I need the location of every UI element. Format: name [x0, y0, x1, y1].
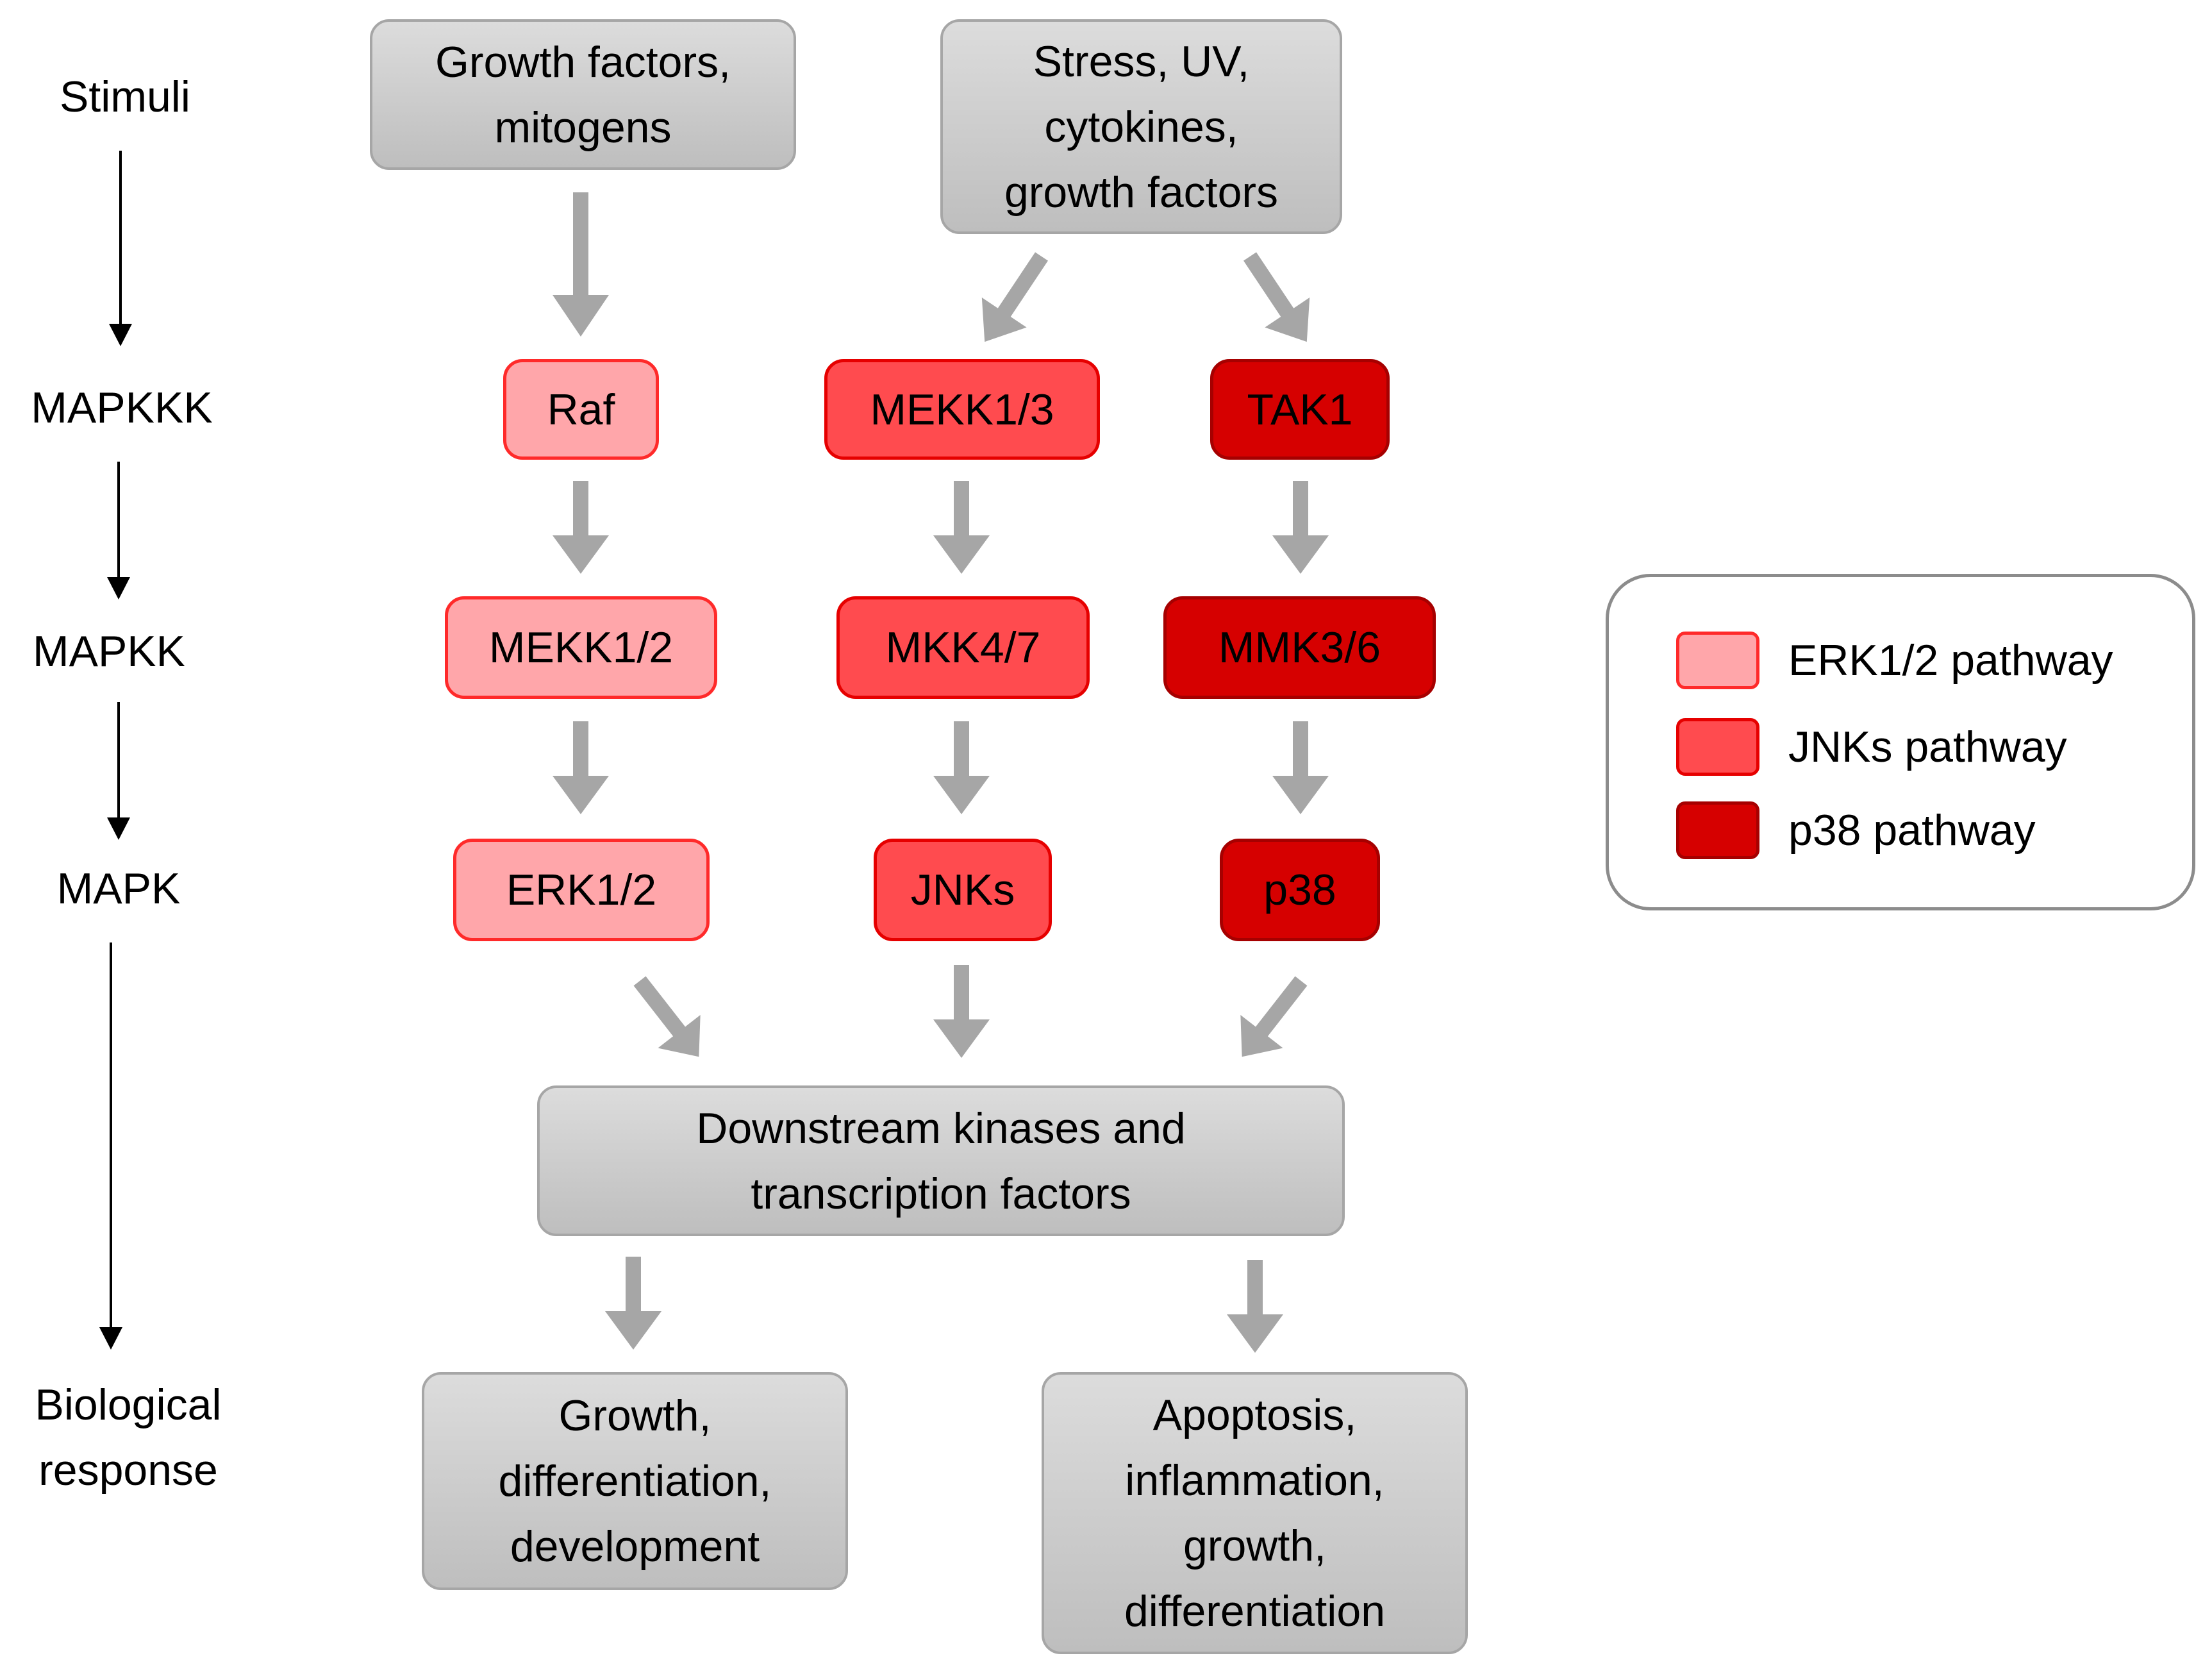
downstream-box: Downstream kinases and transcription fac… — [537, 1085, 1345, 1236]
stimuli-growth-factors-box: Growth factors, mitogens — [370, 19, 796, 170]
level-label-mapk: MAPK — [56, 864, 181, 913]
response-apoptosis-box: Apoptosis, inflammation, growth, differe… — [1042, 1372, 1468, 1654]
level-arrow-4 — [99, 942, 122, 1350]
level-arrow-2 — [107, 462, 130, 599]
arrow-mkk47-to-jnks — [933, 721, 990, 814]
mkk47-box: MKK4/7 — [836, 596, 1090, 699]
mekk12-box: MEKK1/2 — [445, 596, 717, 699]
arrow-erk12-to-downstream — [633, 976, 701, 1057]
arrow-raf-to-mekk12 — [553, 481, 609, 574]
legend-label-erk: ERK1/2 pathway — [1788, 636, 2113, 685]
arrow-mekk13-to-mkk47 — [933, 481, 990, 574]
mmk36-box: MMK3/6 — [1163, 596, 1436, 699]
arrow-stimuli-to-mekk13 — [981, 252, 1048, 342]
flow-arrows — [553, 192, 1329, 1353]
legend: ERK1/2 pathway JNKs pathway p38 pathway — [1606, 574, 2195, 910]
mekk13-box: MEKK1/3 — [824, 359, 1100, 460]
level-arrow-1 — [109, 151, 132, 346]
level-label-mapkk: MAPKK — [32, 627, 186, 676]
level-arrow-3 — [107, 702, 130, 840]
erk12-box: ERK1/2 — [453, 839, 710, 941]
arrow-mmk36-to-p38 — [1272, 721, 1329, 814]
level-label-response: Biological response — [35, 1380, 222, 1495]
arrow-mekk12-to-erk12 — [553, 721, 609, 814]
arrow-downstream-to-apoptosis — [1227, 1260, 1283, 1353]
arrow-p38-to-downstream — [1240, 976, 1308, 1057]
raf-box: Raf — [503, 359, 659, 460]
level-arrows — [99, 151, 132, 1350]
arrow-jnks-to-downstream — [933, 965, 990, 1058]
legend-swatch-erk — [1676, 632, 1759, 689]
arrow-downstream-to-growth — [605, 1257, 661, 1350]
arrow-tak1-to-mmk36 — [1272, 481, 1329, 574]
jnks-box: JNKs — [874, 839, 1052, 941]
level-label-stimuli: Stimuli — [59, 72, 191, 121]
legend-swatch-p38 — [1676, 801, 1759, 859]
p38-box: p38 — [1220, 839, 1380, 941]
legend-label-p38: p38 pathway — [1788, 806, 2036, 855]
level-label-mapkkk: MAPKKK — [31, 383, 213, 432]
stimuli-stress-box: Stress, UV, cytokines, growth factors — [940, 19, 1342, 234]
legend-label-jnk: JNKs pathway — [1788, 723, 2067, 771]
legend-swatch-jnk — [1676, 718, 1759, 776]
tak1-box: TAK1 — [1210, 359, 1390, 460]
arrow-stimuli-to-raf — [553, 192, 609, 337]
arrow-stimuli-to-tak1 — [1243, 252, 1310, 342]
response-growth-box: Growth, differentiation, development — [422, 1372, 848, 1590]
